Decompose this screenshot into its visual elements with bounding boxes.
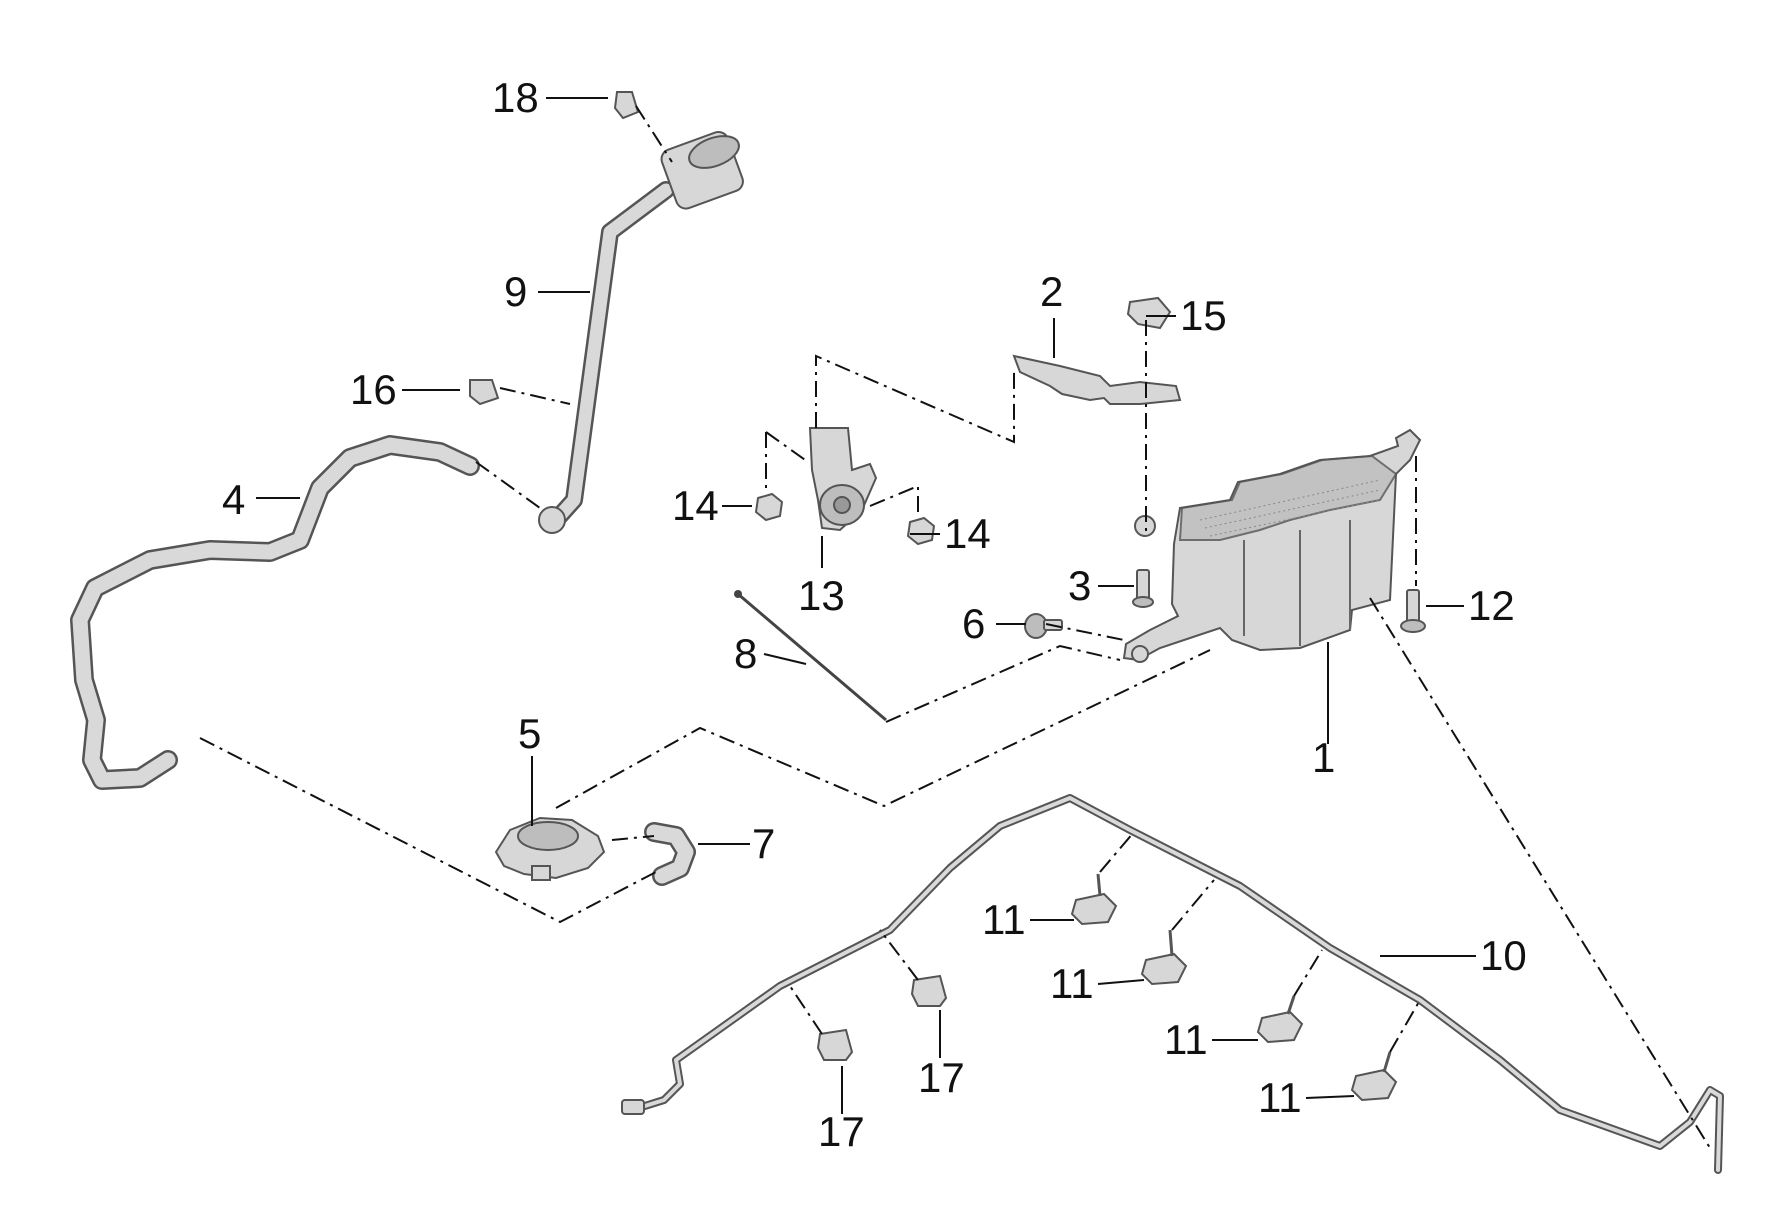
assembly-lines: [199, 105, 1711, 1149]
part-14-nut-left: [754, 492, 784, 522]
part-1-canister: [1122, 428, 1422, 663]
callout-14b: 14: [944, 510, 991, 557]
callout-17a: 17: [818, 1108, 865, 1155]
callout-11b: 11: [1050, 960, 1094, 1007]
callout-10: 10: [1480, 932, 1527, 979]
part-18-clip: [613, 91, 640, 120]
part-8-cable: [734, 590, 887, 722]
callout-17b: 17: [918, 1054, 965, 1101]
part-17-clamp-right: [910, 974, 948, 1007]
callout-18: 18: [492, 74, 539, 121]
callout-11d: 11: [1258, 1074, 1302, 1121]
callout-13: 13: [798, 572, 845, 619]
callout-16: 16: [350, 366, 397, 413]
part-17-clamp-left: [816, 1028, 854, 1061]
part-10-line: [621, 794, 1724, 1174]
part-11-clip-2: [1140, 929, 1188, 986]
callout-15: 15: [1180, 292, 1227, 339]
part-11-clip-4: [1350, 1051, 1398, 1102]
callout-14a: 14: [672, 482, 719, 529]
part-6-screw: [1024, 613, 1063, 639]
callout-11c: 11: [1164, 1016, 1208, 1063]
part-11-clip-3: [1256, 995, 1304, 1044]
part-2-bracket-plate: [1012, 354, 1182, 405]
callout-12: 12: [1468, 582, 1515, 629]
callout-3: 3: [1068, 562, 1091, 609]
part-15-clamp: [1126, 296, 1172, 330]
callout-4: 4: [222, 476, 245, 523]
callout-5: 5: [518, 710, 541, 757]
leader-lines: [256, 97, 1476, 1114]
part-12-bolt: [1400, 589, 1426, 633]
part-11-clip-1: [1070, 873, 1118, 926]
callout-9: 9: [504, 268, 527, 315]
callout-1: 1: [1312, 734, 1335, 781]
part-7-elbow: [644, 822, 696, 886]
part-4-hose: [70, 435, 480, 790]
callout-6: 6: [962, 600, 985, 647]
part-13-bracket: [808, 427, 878, 532]
callout-2: 2: [1040, 268, 1063, 315]
callout-11a: 11: [982, 896, 1026, 943]
part-9-vent-pipe: [538, 130, 744, 534]
part-5-valve: [494, 816, 606, 881]
callouts: 1 2 3 4 5 6 7 8 9 10 11 11 11 11 12 13 1…: [222, 74, 1527, 1155]
part-16-clip: [469, 379, 500, 406]
part-3-bolt: [1132, 569, 1154, 608]
callout-8: 8: [734, 630, 757, 677]
callout-7: 7: [752, 820, 775, 867]
part-14-nut-right: [906, 516, 936, 546]
